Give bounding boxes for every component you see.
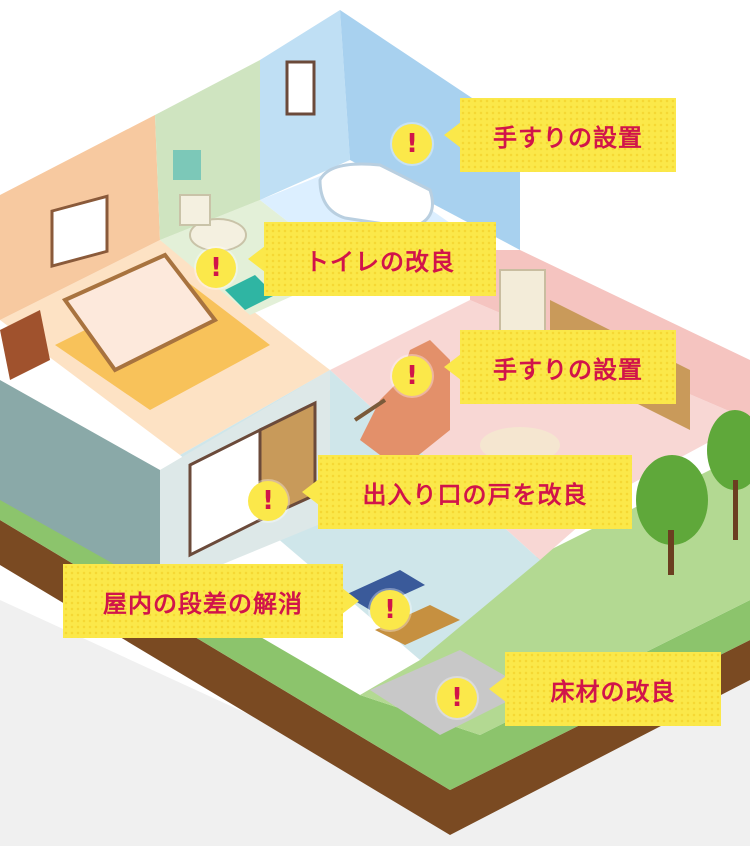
callout-tail (248, 246, 265, 272)
ground-shadow (0, 600, 750, 846)
exclamation-icon: ! (451, 683, 463, 713)
alert-marker-floor-step: ! (370, 590, 410, 630)
tree-foliage-1 (636, 455, 708, 545)
tree-trunk-1 (668, 530, 674, 575)
callout-label: 屋内の段差の解消 (103, 589, 303, 618)
bath-back-wall-right (340, 10, 520, 250)
bathtub (318, 162, 434, 230)
exclamation-icon: ! (262, 486, 274, 516)
callout-label: 出入り口の戸を改良 (362, 480, 588, 509)
soil-base (0, 520, 750, 835)
callout-label: 手すりの設置 (493, 123, 643, 152)
callout-handrail-bath: 手すりの設置 (444, 98, 676, 172)
callout-tail (302, 479, 319, 505)
callout-entrance-door: 出入り口の戸を改良 (302, 455, 632, 529)
front-wall-left (0, 380, 160, 590)
exclamation-icon: ! (406, 361, 418, 391)
exclamation-icon: ! (210, 253, 222, 283)
toilet-tank (179, 194, 211, 226)
callout-tail (444, 122, 461, 148)
callout-tail (444, 354, 461, 380)
entrance-step (375, 605, 460, 645)
alert-marker-handrail-stairs: ! (392, 356, 432, 396)
callout-label: 手すりの設置 (493, 355, 643, 384)
exclamation-icon: ! (406, 129, 418, 159)
dining-table (480, 427, 560, 463)
callout-tail (342, 588, 359, 614)
tree-foliage-2 (707, 410, 750, 490)
callout-floor-step: 屋内の段差の解消 (63, 564, 359, 638)
bedroom-window (50, 194, 109, 268)
alert-marker-entrance-door: ! (248, 481, 288, 521)
toilet-mat (225, 275, 275, 310)
bed (61, 252, 219, 373)
callout-handrail-stairs: 手すりの設置 (444, 330, 676, 404)
callout-flooring: 床材の改良 (489, 652, 721, 726)
bath-window (285, 60, 316, 116)
stair-handrail (353, 398, 387, 422)
callout-label: 床材の改良 (550, 677, 676, 706)
fridge (499, 269, 546, 336)
alert-marker-toilet: ! (196, 248, 236, 288)
callout-label: トイレの改良 (305, 247, 455, 276)
alert-marker-handrail-bath: ! (392, 124, 432, 164)
callout-tail (489, 676, 506, 702)
alert-marker-flooring: ! (437, 678, 477, 718)
towel (173, 150, 201, 180)
tree-trunk-2 (733, 480, 738, 540)
dresser (0, 310, 50, 380)
exclamation-icon: ! (384, 595, 396, 625)
callout-toilet: トイレの改良 (248, 222, 496, 296)
